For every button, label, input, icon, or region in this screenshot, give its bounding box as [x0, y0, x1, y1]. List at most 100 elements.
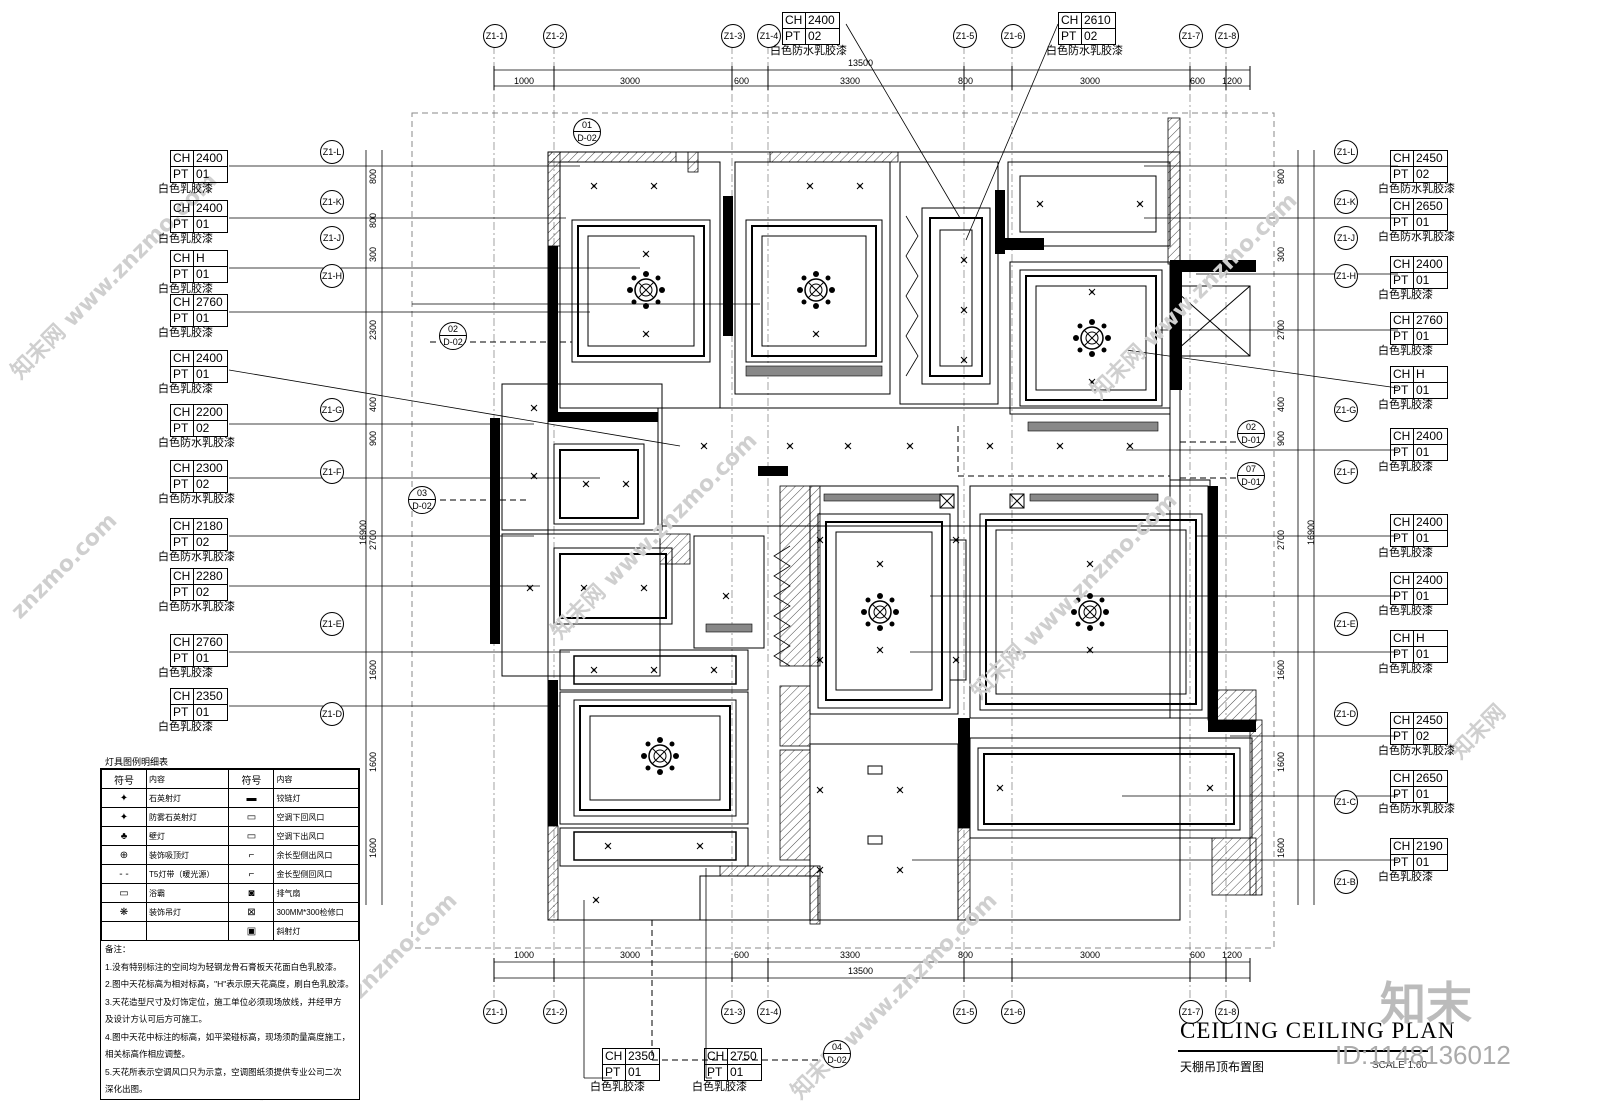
- pt-value: 02: [193, 476, 228, 493]
- dimension-text: 400: [1276, 396, 1286, 412]
- legend-header: 符号: [228, 769, 275, 789]
- overall-dimension-bottom: 13500: [848, 966, 874, 976]
- legend-symbol: ▣: [228, 921, 275, 941]
- pt-value: 01: [727, 1064, 762, 1081]
- dimension-text: 1000: [514, 950, 535, 960]
- ch-label: CH: [782, 12, 806, 29]
- finish-note: 白色乳胶漆: [158, 327, 213, 339]
- dimension-text: 800: [368, 212, 378, 228]
- finish-note: 白色防水乳胶漆: [1378, 231, 1455, 243]
- ch-value: H: [1413, 630, 1448, 647]
- pt-label: PT: [1390, 588, 1414, 605]
- finish-note: 白色乳胶漆: [158, 383, 213, 395]
- legend-description: 空调下出风口: [273, 826, 359, 846]
- pt-value: 01: [193, 166, 228, 183]
- legend-symbol: ⌐: [228, 845, 275, 865]
- pt-value: 01: [193, 216, 228, 233]
- ch-value: 2350: [625, 1048, 660, 1065]
- legend-description: 余长型侧出风口: [273, 845, 359, 865]
- legend-description: 空调下回风口: [273, 807, 359, 827]
- legend-description: T5灯带（暖光源）: [145, 864, 230, 884]
- ch-value: 2400: [193, 350, 228, 367]
- ch-label: CH: [170, 404, 194, 421]
- ch-label: CH: [1390, 366, 1414, 383]
- ch-value: 2400: [193, 200, 228, 217]
- title-underline: [1178, 1050, 1428, 1052]
- pt-value: 01: [193, 704, 228, 721]
- pt-label: PT: [1390, 854, 1414, 871]
- finish-note: 白色防水乳胶漆: [1378, 745, 1455, 757]
- axis-bubble: Z1-1: [483, 24, 507, 48]
- axis-bubble: Z1-L: [1334, 140, 1358, 164]
- axis-bubble: Z1-2: [543, 1000, 567, 1024]
- ch-label: CH: [1390, 256, 1414, 273]
- ch-label: CH: [170, 250, 194, 267]
- pt-label: PT: [1390, 786, 1414, 803]
- ch-label: CH: [170, 350, 194, 367]
- pt-label: PT: [1390, 728, 1414, 745]
- legend-description: 石英射灯: [145, 788, 230, 808]
- axis-bubble: Z1-F: [1334, 460, 1358, 484]
- dimension-text: 3000: [620, 76, 641, 86]
- finish-note: 白色乳胶漆: [1378, 399, 1433, 411]
- axis-bubble: Z1-5: [953, 24, 977, 48]
- pt-label: PT: [170, 310, 194, 327]
- legend-symbol: ▭: [101, 883, 147, 903]
- dimension-text: 2300: [368, 319, 378, 340]
- ch-value: 2350: [193, 688, 228, 705]
- ch-value: 2650: [1413, 198, 1448, 215]
- finish-note: 白色乳胶漆: [158, 667, 213, 679]
- pt-label: PT: [170, 216, 194, 233]
- ch-value: 2300: [193, 460, 228, 477]
- ch-label: CH: [704, 1048, 728, 1065]
- pt-value: 01: [1413, 444, 1448, 461]
- ch-value: 2200: [193, 404, 228, 421]
- ch-label: CH: [1390, 630, 1414, 647]
- pt-value: 01: [1413, 214, 1448, 231]
- legend-symbol: ♣: [101, 826, 147, 846]
- pt-value: 02: [1413, 728, 1448, 745]
- axis-bubble: Z1-7: [1179, 24, 1203, 48]
- dimension-text: 600: [1190, 76, 1206, 86]
- pt-value: 01: [1413, 588, 1448, 605]
- legend-symbol: ▬: [228, 788, 275, 808]
- finish-note: 白色乳胶漆: [1378, 547, 1433, 559]
- finish-note: 白色防水乳胶漆: [158, 493, 235, 505]
- ch-label: CH: [1390, 514, 1414, 531]
- ch-value: 2400: [1413, 256, 1448, 273]
- pt-value: 02: [1081, 28, 1116, 45]
- pt-value: 01: [193, 266, 228, 283]
- note-line: 1.没有特别标注的空间均为轻钢龙骨石膏板天花面白色乳胶漆。: [105, 961, 342, 972]
- ch-label: CH: [1058, 12, 1082, 29]
- ch-value: 2760: [193, 634, 228, 651]
- axis-bubble: Z1-4: [757, 24, 781, 48]
- pt-label: PT: [1058, 28, 1082, 45]
- dimension-text: 3000: [620, 950, 641, 960]
- axis-bubble: Z1-4: [757, 1000, 781, 1024]
- legend-title: 灯具图例明细表: [105, 757, 169, 767]
- finish-note: 白色防水乳胶漆: [158, 551, 235, 563]
- axis-bubble: Z1-5: [953, 1000, 977, 1024]
- ch-value: 2190: [1413, 838, 1448, 855]
- dimension-text: 3000: [1080, 76, 1101, 86]
- pt-value: 01: [1413, 646, 1448, 663]
- dimension-text: 1200: [1222, 950, 1243, 960]
- ch-value: 2760: [1413, 312, 1448, 329]
- legend-description: 铰链灯: [273, 788, 359, 808]
- legend-symbol: ◙: [228, 883, 275, 903]
- svg-text:知末网 www.znzmo.com: 知末网 www.znzmo.com: [1086, 188, 1303, 405]
- legend-row: ⊕装饰吸顶灯⌐余长型侧出风口: [101, 845, 359, 865]
- axis-bubble: Z1-B: [1334, 870, 1358, 894]
- pt-label: PT: [170, 584, 194, 601]
